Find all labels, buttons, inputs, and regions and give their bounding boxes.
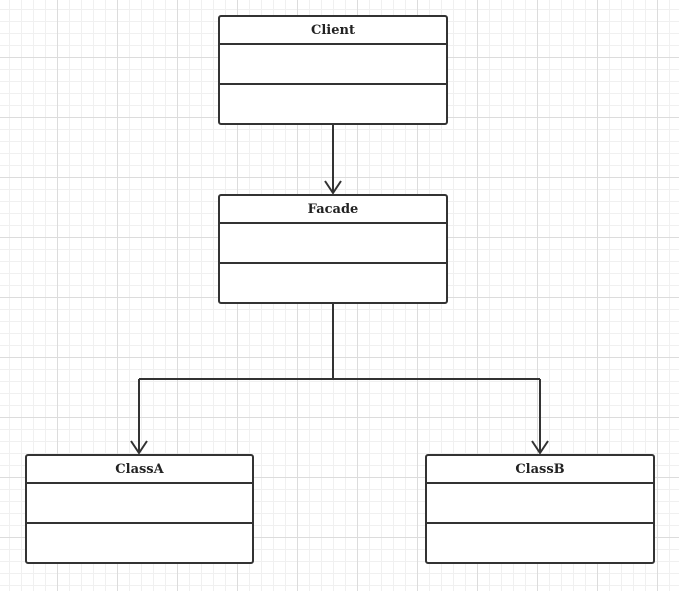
class-name-client: Client [220,17,446,45]
class-attributes-facade [220,224,446,264]
class-box-facade[interactable]: Facade [218,194,448,304]
arrowhead-classb [531,440,549,455]
class-box-client[interactable]: Client [218,15,448,125]
class-methods-classa [27,524,252,562]
class-name-facade: Facade [220,196,446,224]
class-methods-facade [220,264,446,302]
class-attributes-classb [427,484,653,524]
arrowhead-classa [130,440,148,455]
class-methods-classb [427,524,653,562]
class-attributes-classa [27,484,252,524]
class-name-classa: ClassA [27,456,252,484]
class-methods-client [220,85,446,123]
class-name-classb: ClassB [427,456,653,484]
class-box-classb[interactable]: ClassB [425,454,655,564]
class-box-classa[interactable]: ClassA [25,454,254,564]
class-attributes-client [220,45,446,85]
arrowhead-facade [324,180,342,195]
